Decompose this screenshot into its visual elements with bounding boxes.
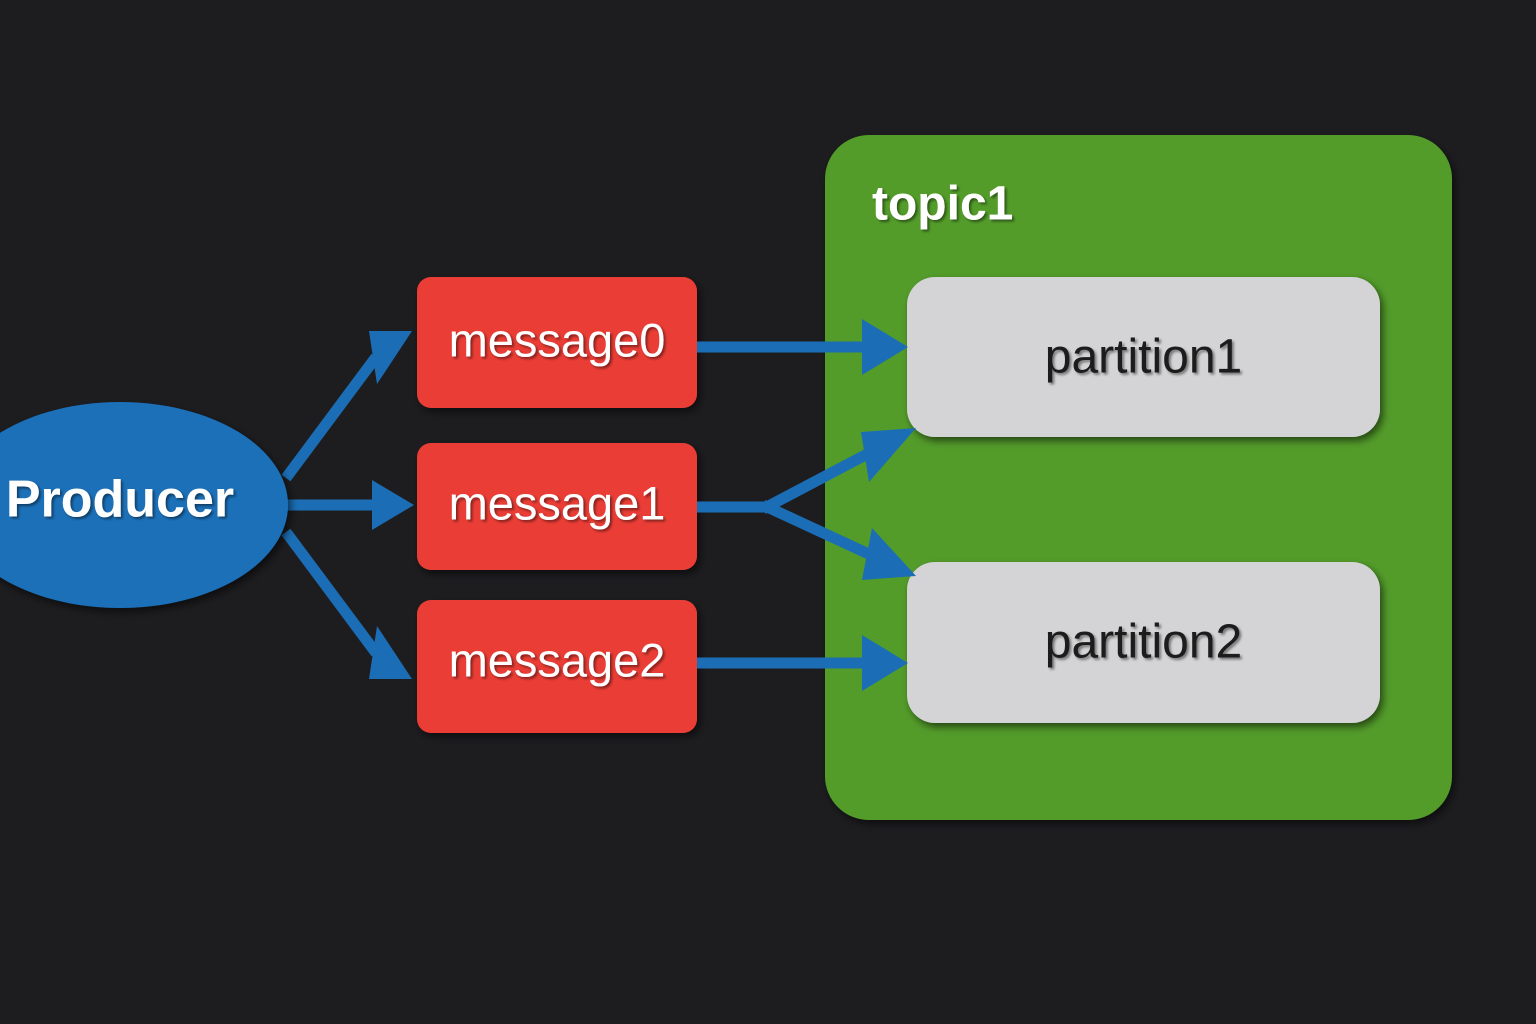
message-1-shape[interactable] xyxy=(417,443,697,570)
partition-2-shape[interactable] xyxy=(907,562,1380,723)
arrow-message2-to-partition2 xyxy=(697,635,908,691)
arrow-producer-to-message2-line xyxy=(281,528,381,657)
message-0-label: message0 xyxy=(449,313,666,366)
arrow-producer-to-message1 xyxy=(286,480,414,530)
arrow-message1-to-partition1-head xyxy=(861,428,916,482)
message-1[interactable]: message1 xyxy=(417,443,697,570)
message-2-label: message2 xyxy=(449,633,666,686)
arrow-message1-to-partition2-line xyxy=(760,500,876,561)
partition-1-label: partition1 xyxy=(1045,331,1242,384)
arrow-producer-to-message2 xyxy=(281,528,412,679)
arrow-message1-to-partition1 xyxy=(760,428,916,514)
arrow-message1-to-partition2-head xyxy=(862,528,916,580)
partition-1-shape[interactable] xyxy=(907,277,1380,437)
message-2[interactable]: message2 xyxy=(417,600,697,733)
arrow-message2-to-partition2-head xyxy=(862,635,908,691)
producer-shape[interactable] xyxy=(0,402,288,608)
message-0-shape[interactable] xyxy=(417,277,697,408)
message-0[interactable]: message0 xyxy=(417,277,697,408)
message-2-shape[interactable] xyxy=(417,600,697,733)
partition-2[interactable]: partition2 xyxy=(907,562,1380,723)
partition-2-label: partition2 xyxy=(1045,616,1242,669)
producer-node[interactable]: Producer xyxy=(0,402,288,608)
arrow-message0-to-partition1-head xyxy=(862,319,908,375)
arrow-producer-to-message0-head xyxy=(369,331,412,384)
producer-label: Producer xyxy=(6,471,234,529)
arrow-message1-to-partition2 xyxy=(760,500,916,580)
arrow-producer-to-message1-head xyxy=(372,480,414,530)
arrow-producer-to-message0 xyxy=(281,331,412,482)
topic-label: topic1 xyxy=(872,178,1013,231)
arrow-producer-to-message0-line xyxy=(281,353,381,482)
partition-1[interactable]: partition1 xyxy=(907,277,1380,437)
arrow-message1-to-partition1-line xyxy=(760,446,876,514)
message-1-label: message1 xyxy=(449,476,666,529)
arrow-producer-to-message2-head xyxy=(369,626,412,679)
arrow-message0-to-partition1 xyxy=(697,319,908,375)
